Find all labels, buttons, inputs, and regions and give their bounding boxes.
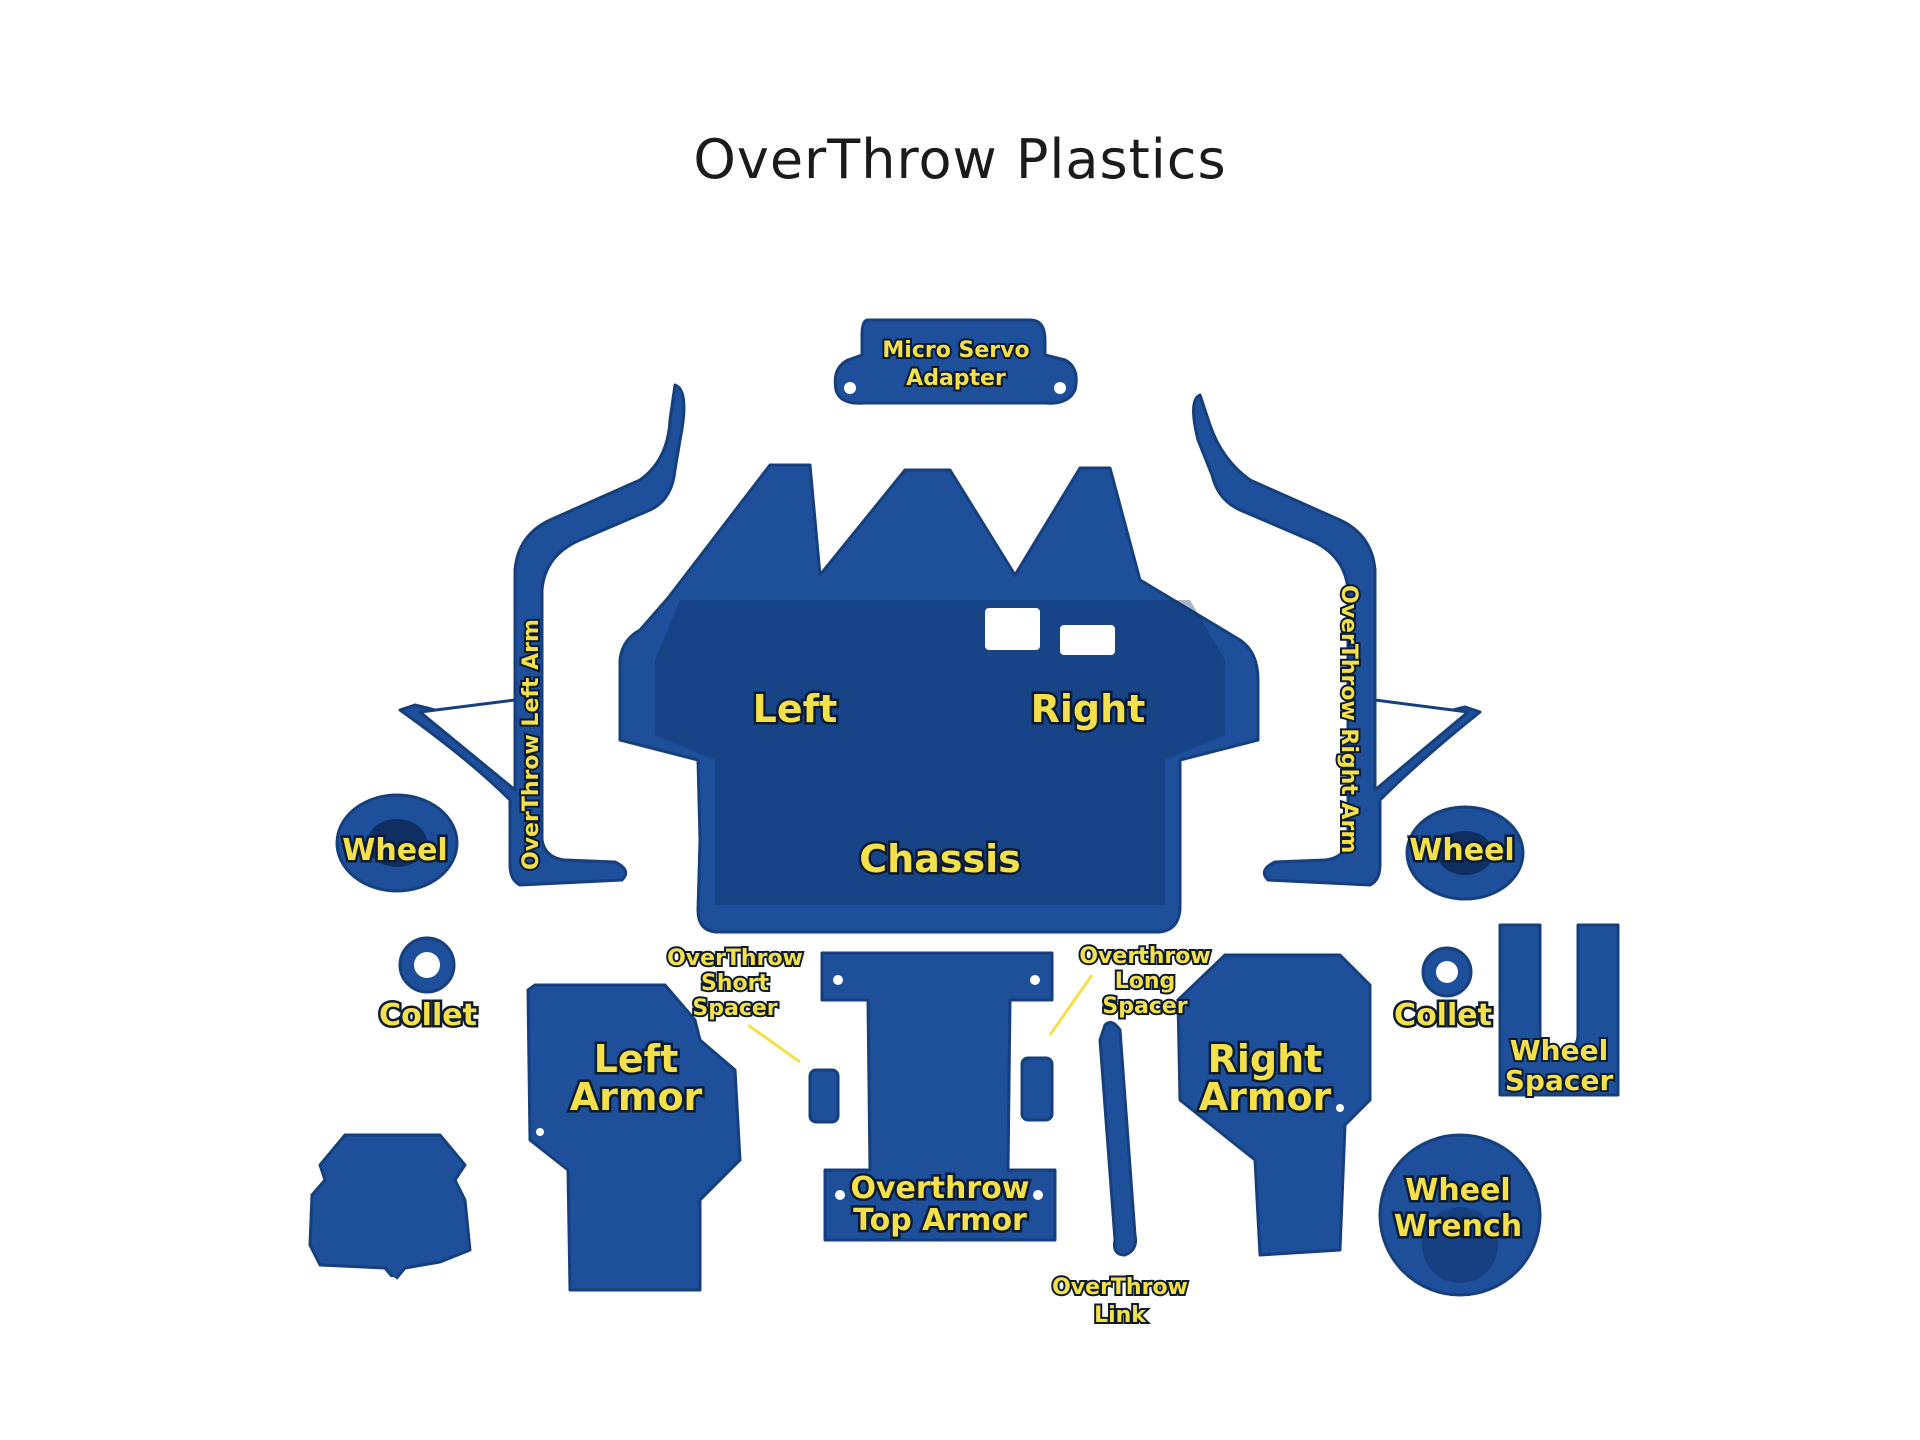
micro-servo-adapter-label-1: Micro Servo — [882, 338, 1029, 363]
wheel-spacer-label-1: Wheel — [1510, 1034, 1608, 1067]
link-label-1: OverThrow — [1052, 1275, 1188, 1300]
right-armor-label-1: Right — [1208, 1037, 1323, 1081]
top-armor-part: Overthrow Top Armor — [820, 951, 1057, 1242]
chassis-label: Chassis — [859, 837, 1020, 881]
wheel-right-part: Wheel — [1405, 805, 1525, 901]
micro-servo-adapter-label-2: Adapter — [906, 366, 1006, 391]
left-armor-part: Left Armor — [526, 983, 742, 1292]
wheel-left-part: Wheel — [335, 793, 459, 893]
top-armor-label-2: Top Armor — [853, 1203, 1027, 1238]
link-label-2: Link — [1094, 1303, 1147, 1328]
right-armor-part: Right Armor — [1176, 953, 1372, 1257]
long-spacer-part: Overthrow Long Spacer — [1020, 942, 1213, 1122]
wheel-wrench-label-2: Wrench — [1394, 1209, 1522, 1244]
chassis-right-label: Right — [1031, 687, 1146, 731]
wheel-wrench-label-1: Wheel — [1405, 1173, 1510, 1208]
unlabeled-bracket-part — [308, 1133, 472, 1289]
chassis-left-label: Left — [753, 687, 838, 731]
left-armor-label-1: Left — [594, 1037, 679, 1081]
left-armor-label-2: Armor — [570, 1075, 703, 1119]
wheel-left-label: Wheel — [342, 833, 447, 868]
wheel-right-label: Wheel — [1409, 833, 1514, 868]
left-arm-label: OverThrow Left Arm — [519, 619, 544, 870]
wheel-spacer-part: Wheel Spacer — [1498, 923, 1620, 1099]
right-armor-label-2: Armor — [1199, 1075, 1332, 1119]
long-spacer-label-2: Long — [1115, 969, 1176, 994]
chassis-part: Left Right Chassis — [618, 463, 1260, 934]
left-arm-part: OverThrow Left Arm — [398, 383, 686, 887]
collet-left-label: Collet — [379, 998, 477, 1033]
collet-left-part: Collet — [377, 936, 479, 1036]
short-spacer-part: OverThrow Short Spacer — [665, 944, 840, 1124]
top-armor-label-1: Overthrow — [850, 1171, 1029, 1206]
micro-servo-adapter-part: Micro Servo Adapter — [833, 318, 1078, 405]
right-arm-label: OverThrow Right Arm — [1336, 585, 1361, 853]
right-arm-part: OverThrow Right Arm — [1192, 393, 1482, 887]
long-spacer-label-3: Spacer — [1102, 994, 1187, 1019]
collet-right-label: Collet — [1394, 998, 1492, 1033]
short-spacer-label-1: OverThrow — [667, 946, 803, 971]
collet-right-part: Collet — [1392, 946, 1494, 1036]
short-spacer-label-3: Spacer — [692, 996, 777, 1021]
short-spacer-label-2: Short — [701, 971, 769, 996]
long-spacer-label-1: Overthrow — [1079, 944, 1210, 969]
wheel-wrench-part: Wheel Wrench — [1378, 1133, 1542, 1297]
page-title: OverThrow Plastics — [693, 128, 1227, 191]
wheel-spacer-label-2: Spacer — [1505, 1064, 1614, 1097]
link-part: OverThrow Link — [1050, 1020, 1190, 1330]
